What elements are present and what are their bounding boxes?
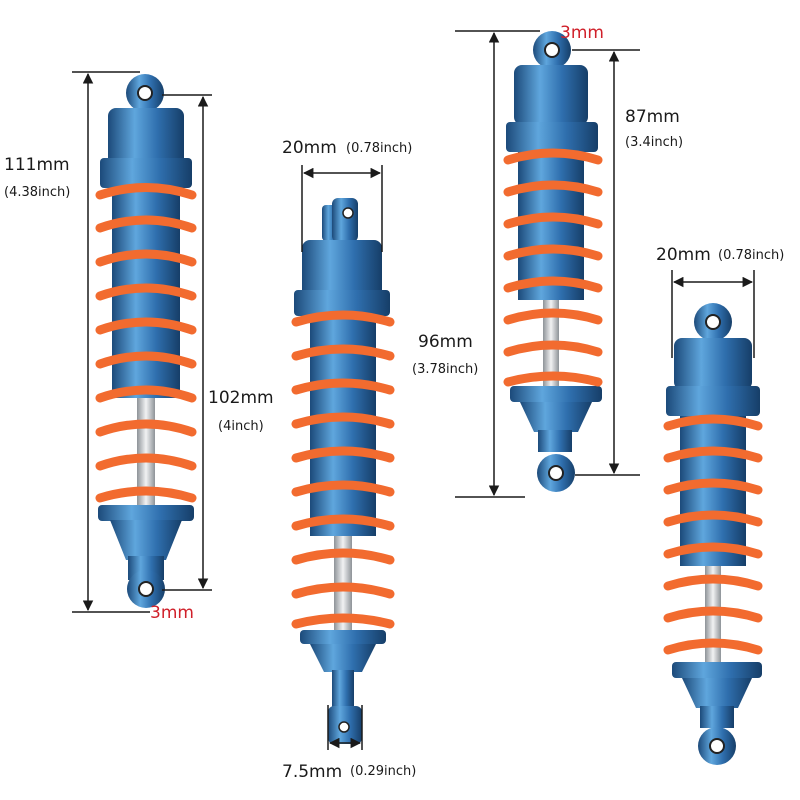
shock2-width: 20mm [282,138,337,158]
shock1-spring-length: 102mm [208,388,274,408]
eyelet-hole [709,738,725,754]
eyelet-hole [548,465,564,481]
lower-spring-cup [672,662,762,678]
knurled-collar [100,158,192,188]
shock1-total-length-inch: (4.38inch) [4,185,70,200]
shock2-end-width-inch: (0.29inch) [350,764,416,779]
lower-spring-cup [98,505,194,521]
lower-mount [520,402,592,432]
lower-spring-cup [300,630,386,644]
eyelet-hole [705,314,721,330]
shock2-end-width: 7.5mm [282,762,342,782]
shock4-width: 20mm [656,245,711,265]
lower-mount-neck [332,670,354,712]
lower-mount [682,678,752,708]
shock4-dimensions [671,270,755,358]
coil-spring [95,183,197,503]
shock1-dimensions [72,71,212,613]
knurled-collar [294,290,390,316]
knurled-collar [666,386,760,416]
top-cap [302,240,382,298]
lower-mount [310,644,376,672]
shock3-upper-length: 87mm [625,107,680,127]
eyelet-hole [138,581,154,597]
shock3-upper-length-inch: (3.4inch) [625,135,683,150]
shock-absorber-3 [503,31,603,492]
shock1-total-length: 111mm [4,155,70,175]
shock1-eyelet-size: 3mm [150,603,194,623]
damper-body [680,416,746,566]
shock3-eyelet-size: 3mm [560,23,604,43]
coil-spring [291,310,395,629]
coil-spring [503,148,603,387]
lower-mount-neck [538,430,572,452]
shock1-spring-length-inch: (4inch) [218,419,264,434]
shock-absorber-4 [663,303,763,765]
top-cap [674,338,752,390]
shock2-width-inch: (0.78inch) [346,141,412,156]
lower-mount [110,520,182,560]
top-cap [514,65,588,125]
shock-absorber-1 [95,74,197,608]
shock3-total-length: 96mm [418,332,473,352]
shock4-width-inch: (0.78inch) [718,248,784,263]
eyelet-hole [544,42,560,58]
top-cap [108,108,184,168]
eyelet-hole [137,85,153,101]
coil-spring [663,414,763,655]
shock3-dimensions [455,30,640,498]
top-mount [332,198,358,242]
lower-spring-cup [510,386,602,402]
knurled-collar [506,122,598,152]
mount-hole [338,721,350,733]
shock2-dimensions [301,165,383,750]
shock-absorber-2 [291,198,395,744]
lower-mount-neck [700,706,734,728]
mount-hole [342,207,354,219]
shock3-total-length-inch: (3.78inch) [412,362,478,377]
damper-body [518,152,584,300]
